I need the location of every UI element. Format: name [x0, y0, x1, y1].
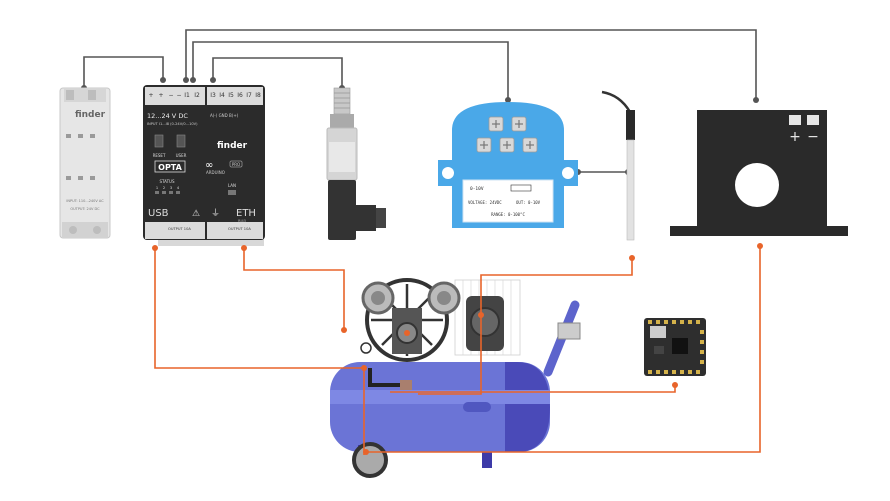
- plc-user: USER: [176, 153, 187, 158]
- svg-text:3: 3: [170, 186, 172, 190]
- temperature-transmitter: 0-10V VOLTAGE: 24VDC OUT: 0-10V RANGE: 0…: [438, 102, 578, 228]
- svg-text:I2: I2: [194, 92, 200, 99]
- plc-rs485: A(-) GND B(+): [210, 113, 239, 118]
- arduino-logo-icon: ∞: [205, 160, 213, 171]
- svg-text:−: −: [168, 92, 173, 99]
- pressure-sensor: [326, 87, 386, 240]
- svg-text:+: +: [158, 92, 163, 99]
- air-compressor: [330, 278, 581, 478]
- svg-text:4: 4: [177, 186, 180, 190]
- plc-input-spec: INPUT I1...I8 (0-24V/0...10V): [147, 122, 198, 126]
- current-minus: −: [807, 129, 819, 145]
- plc-top-terminals: + + − − I1 I2 I3 I4 I5 I6 I7 I8: [148, 92, 260, 99]
- plc-status-leds: [155, 191, 180, 194]
- svg-text:I5: I5: [228, 92, 234, 99]
- plc-voltage: 12...24 V DC: [147, 112, 188, 120]
- warning-icon: ⚠: [192, 209, 200, 219]
- orange-wires: [154, 246, 761, 455]
- plc-status: STATUS: [159, 179, 174, 184]
- svg-text:I1: I1: [184, 92, 190, 99]
- plc-brand: finder: [217, 141, 248, 151]
- earth-icon: ⏚: [211, 208, 220, 219]
- power-supply-module: finder INPUT: 110...240V AC OUTPUT: 24V …: [59, 87, 111, 239]
- relay-input-spec: INPUT: 110...240V AC: [66, 199, 104, 203]
- plc-eth: ETH: [236, 208, 256, 219]
- plc-output-left: OUTPUT 10A: [168, 227, 191, 231]
- orange-wire-dots: [152, 243, 763, 455]
- current-plus: +: [789, 129, 801, 145]
- svg-text:2: 2: [163, 186, 165, 190]
- transmitter-voltage: VOLTAGE: 24VDC: [468, 200, 502, 205]
- arduino-board: [644, 318, 706, 376]
- plc-status-numbers: 1 2 3 4: [156, 186, 180, 190]
- transmitter-range-in: 0-10V: [470, 186, 484, 192]
- relay-output-spec: OUTPUT: 24V DC: [70, 207, 100, 211]
- plc-usb: USB: [148, 208, 169, 219]
- temperature-probe: [601, 90, 635, 241]
- opta-plc: + + − − I1 I2 I3 I4 I5 I6 I7 I8 12...24 …: [143, 85, 265, 246]
- board-pins: [648, 320, 704, 374]
- svg-text:I3: I3: [210, 92, 216, 99]
- grey-wires: [83, 29, 757, 173]
- svg-text:−: −: [176, 92, 181, 99]
- plc-output-right: OUTPUT 10A: [228, 227, 251, 231]
- transmitter-out: OUT: 0-10V: [516, 200, 541, 205]
- svg-text:I7: I7: [246, 92, 252, 99]
- svg-text:I4: I4: [219, 92, 225, 99]
- transmitter-range: RANGE: 0-100°C: [491, 212, 525, 217]
- plc-lan: LAN: [228, 183, 236, 188]
- svg-text:1: 1: [156, 186, 158, 190]
- plc-product: OPTA: [158, 163, 183, 172]
- svg-text:I6: I6: [237, 92, 243, 99]
- svg-text:+: +: [148, 92, 153, 99]
- current-sensor: + −: [670, 110, 848, 236]
- plc-rj45: RJ45: [238, 219, 246, 223]
- svg-text:I8: I8: [255, 92, 261, 99]
- relay-brand: finder: [75, 110, 106, 120]
- plc-reset: RESET: [153, 153, 166, 158]
- plc-arduino: ARDUINO: [206, 170, 225, 175]
- plc-pro: PRO: [232, 162, 240, 167]
